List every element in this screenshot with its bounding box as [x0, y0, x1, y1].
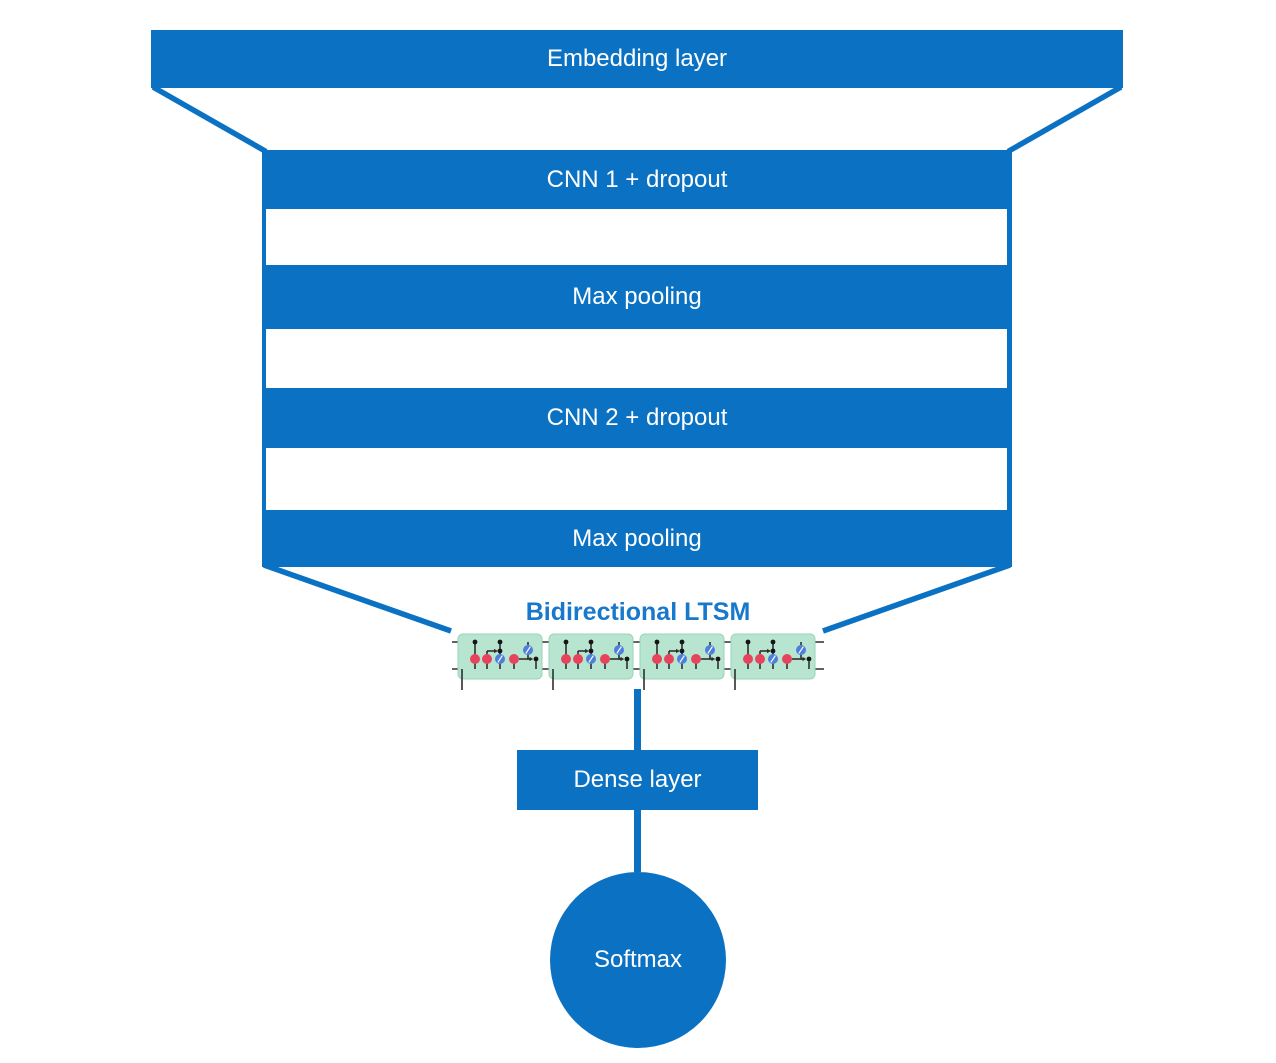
node-dense-layer: Dense layer: [517, 750, 758, 810]
connector-bilstm-dense: [634, 689, 641, 750]
maxpool1-label: Max pooling: [572, 283, 702, 310]
lstm-cell-4: [730, 633, 816, 691]
conv-band-maxpool2: Max pooling: [262, 510, 1012, 567]
conv-band-cnn2: CNN 2 + dropout: [262, 388, 1012, 448]
node-conv-stack: CNN 1 + dropout Max pooling CNN 2 + drop…: [262, 150, 1012, 567]
conv-band-maxpool1: Max pooling: [262, 265, 1012, 329]
lstm-cell-2: [548, 633, 634, 691]
dense-layer-label: Dense layer: [573, 766, 702, 793]
embedding-layer-label: Embedding layer: [546, 45, 728, 72]
maxpool2-label: Max pooling: [572, 524, 702, 552]
bilstm-cells-row: [452, 633, 824, 691]
conv-stripe-divider: [266, 329, 1007, 388]
cnn2-label: CNN 2 + dropout: [546, 404, 728, 431]
connector-dense-softmax: [634, 810, 641, 872]
node-softmax: Softmax: [550, 872, 726, 1048]
conv-stripe-divider: [266, 448, 1007, 510]
softmax-label: Softmax: [593, 946, 683, 973]
lstm-cell-3: [639, 633, 725, 691]
lstm-cell-1: [457, 633, 543, 691]
conv-band-cnn1: CNN 1 + dropout: [262, 150, 1012, 209]
conv-stripe-divider: [266, 209, 1007, 265]
node-embedding-layer: Embedding layer: [151, 30, 1123, 88]
bilstm-label: Bidirectional LTSM: [525, 597, 751, 626]
cnn1-label: CNN 1 + dropout: [546, 165, 728, 193]
funnel-line-top-left: [151, 84, 268, 154]
funnel-line-top-right: [1006, 84, 1123, 154]
